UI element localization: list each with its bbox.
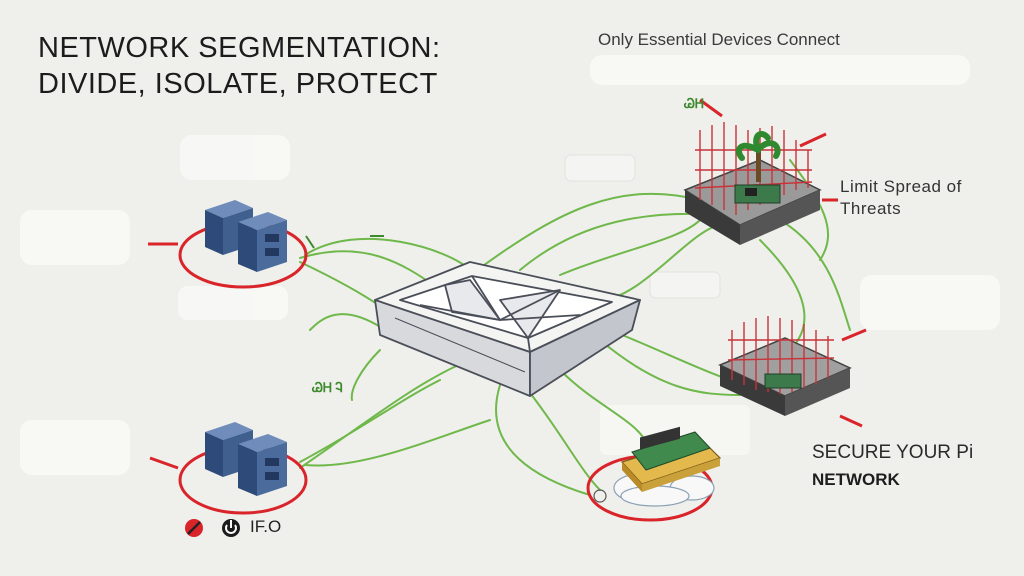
label-bottom: IF.O [250,517,282,536]
scribble-left: ᏊᎻ Ꮈ [312,380,343,395]
server-icon [205,422,287,496]
hub-icon [374,261,641,397]
fenced-segment-icon [683,122,822,245]
server-icon [205,200,287,272]
limit-line-2: Threats [840,199,902,218]
title-line-2: DIVIDE, ISOLATE, PROTECT [38,68,438,100]
label-secure-line-2: NETWORK [812,470,900,489]
label-essential-devices: Only Essential Devices Connect [598,30,840,49]
page-title: NETWORK SEGMENTATION: DIVIDE, ISOLATE, P… [38,30,498,102]
limit-line-1: Limit Spread of [840,177,962,196]
title-line-1: NETWORK SEGMENTATION: [38,32,441,64]
background-blurs [20,55,1000,475]
cloud-icon [613,465,715,507]
raspberry-pi-icon [593,426,722,507]
scribble-top: ᏊᎻ [684,96,704,111]
no-entry-icon [185,519,203,537]
power-icon [222,519,240,537]
fenced-segment-icon [718,316,852,416]
small-link-marks [305,235,384,249]
palm-tree-icon [736,131,781,182]
label-limit-threats: Limit Spread of Threats [840,176,1020,220]
label-secure-line-1: SECURE YOUR Pi [812,442,974,463]
